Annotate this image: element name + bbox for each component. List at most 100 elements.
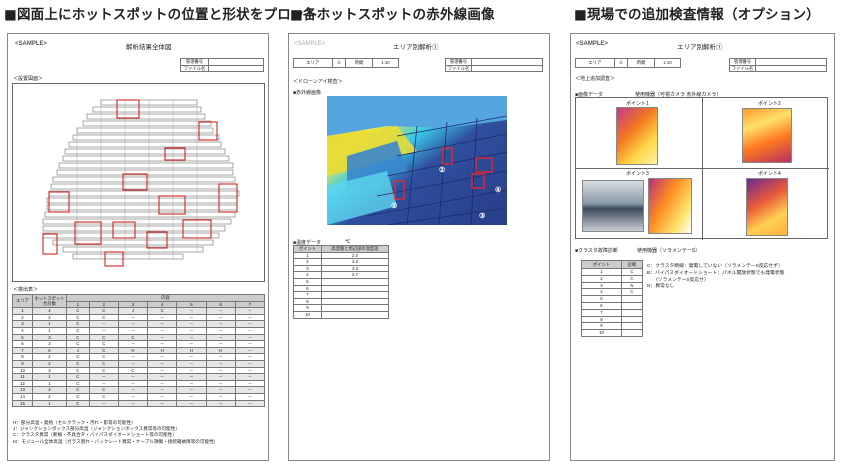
table-cell: C: [66, 399, 90, 408]
drawing-label: ＜設置図面＞: [13, 76, 44, 82]
table-cell: C: [88, 307, 119, 315]
table-cell: C: [66, 386, 90, 394]
info-cell: 時間: [627, 58, 655, 68]
th-col: 1: [66, 300, 90, 309]
info-cell: 1:10: [371, 58, 400, 68]
table-cell: －: [176, 373, 207, 381]
table-cell: C: [620, 274, 644, 283]
info-cell: 1:10: [653, 58, 682, 68]
table-cell: －: [147, 340, 178, 348]
meta-table: 管理番号 ファイル名: [180, 58, 264, 73]
table-cell: －: [88, 379, 119, 388]
table-row: 5: [581, 295, 644, 303]
table-cell: C: [66, 326, 90, 335]
legend-item: C：クラスタ異常（断線・不具合タ・バイパスダイオードショート等の可能性）: [13, 432, 177, 438]
table-cell: [620, 329, 644, 337]
table-cell: －: [176, 359, 207, 368]
table-cell: －: [234, 307, 266, 315]
table-cell: 4: [293, 271, 322, 279]
legend-item: B：バイパスダイオードショート：パネル開放状態でも発電状態: [647, 270, 785, 276]
point-label: ポイント4: [758, 171, 781, 177]
header-additional: ■現場での追加検査情報（オプション）: [574, 7, 820, 23]
table-cell: －: [147, 359, 178, 368]
table-cell: 1: [12, 307, 33, 315]
table-cell: －: [147, 399, 178, 408]
table-cell: －: [205, 386, 236, 394]
table-cell: C: [66, 333, 90, 342]
table-cell: －: [234, 333, 266, 342]
table-row: 9: [293, 304, 389, 312]
table-cell: －: [234, 346, 266, 355]
table-cell: 1: [32, 320, 67, 328]
table-cell: －: [205, 333, 236, 342]
table-cell: －: [117, 399, 149, 408]
th-col: 3: [117, 300, 149, 309]
temp-label: ■温度データ: [293, 240, 322, 246]
table-cell: －: [205, 320, 236, 328]
table-cell: C: [88, 386, 119, 394]
table-cell: －: [176, 392, 207, 401]
cluster-device: 使用機器（ソラメンテーS）: [637, 248, 701, 254]
info-cell: エリア: [575, 58, 615, 68]
table-cell: [620, 295, 644, 303]
th-inner: 内容: [66, 294, 265, 302]
table-cell: 11: [12, 373, 33, 381]
legend-item: C：クラスタ断線：発電していない（ソラメンテーS反応せず）: [647, 264, 783, 269]
table-cell: 8: [12, 353, 33, 361]
table-cell: 3: [12, 320, 33, 328]
table-cell: [321, 277, 389, 286]
table-cell: 14: [12, 392, 33, 401]
table-cell: 7: [581, 308, 622, 317]
table-cell: 5: [12, 333, 33, 342]
infrared-image: ① ② ③ ④: [327, 96, 507, 225]
table-cell: －: [234, 399, 266, 408]
table-row: 10: [293, 310, 389, 319]
table-row: 9: [581, 322, 644, 331]
table-cell: 3.2: [321, 258, 389, 266]
legend-item: J：ジャンクションボックス部分高温（ジャンクションボックス異常等の可能性）: [13, 426, 180, 432]
table-cell: C: [66, 353, 90, 361]
table-cell: 10: [12, 366, 33, 375]
table-cell: 2: [293, 258, 322, 266]
device-label: 使用機器（可視カメラ 赤外線カメラ）: [635, 92, 722, 98]
table-cell: －: [234, 326, 266, 335]
table-cell: 6: [12, 340, 33, 348]
th-col: 6: [205, 300, 236, 309]
table-cell: －: [147, 353, 178, 361]
table-cell: [620, 308, 644, 317]
table-cell: －: [117, 379, 149, 388]
table-cell: －: [117, 386, 149, 394]
table-row: 6: [293, 284, 389, 293]
table-cell: N: [620, 281, 644, 290]
table-cell: 2: [581, 274, 622, 283]
table-cell: －: [88, 399, 119, 408]
legend-item: M：モジュール全体高温（ガラス割れ・バックシート異常・ケーブル損傷・接続箱故障等…: [13, 438, 219, 444]
table-cell: 3.3: [321, 264, 389, 273]
img-label: ■画像データ: [575, 92, 604, 98]
table-cell: －: [88, 326, 119, 335]
table-cell: 5: [293, 277, 322, 286]
point-label: ポイント2: [758, 101, 781, 107]
table-cell: 1: [32, 373, 67, 381]
table-cell: －: [176, 333, 207, 342]
layout-drawing: [12, 83, 265, 282]
table-cell: C: [66, 313, 90, 322]
table-cell: J: [66, 346, 90, 355]
table-row: 8: [581, 315, 644, 324]
table-cell: C: [620, 268, 644, 276]
table-cell: 6: [581, 301, 622, 310]
th-hotspot: ホットスポット 合計数: [32, 293, 67, 309]
table-cell: －: [205, 307, 236, 315]
table-cell: [620, 322, 644, 331]
